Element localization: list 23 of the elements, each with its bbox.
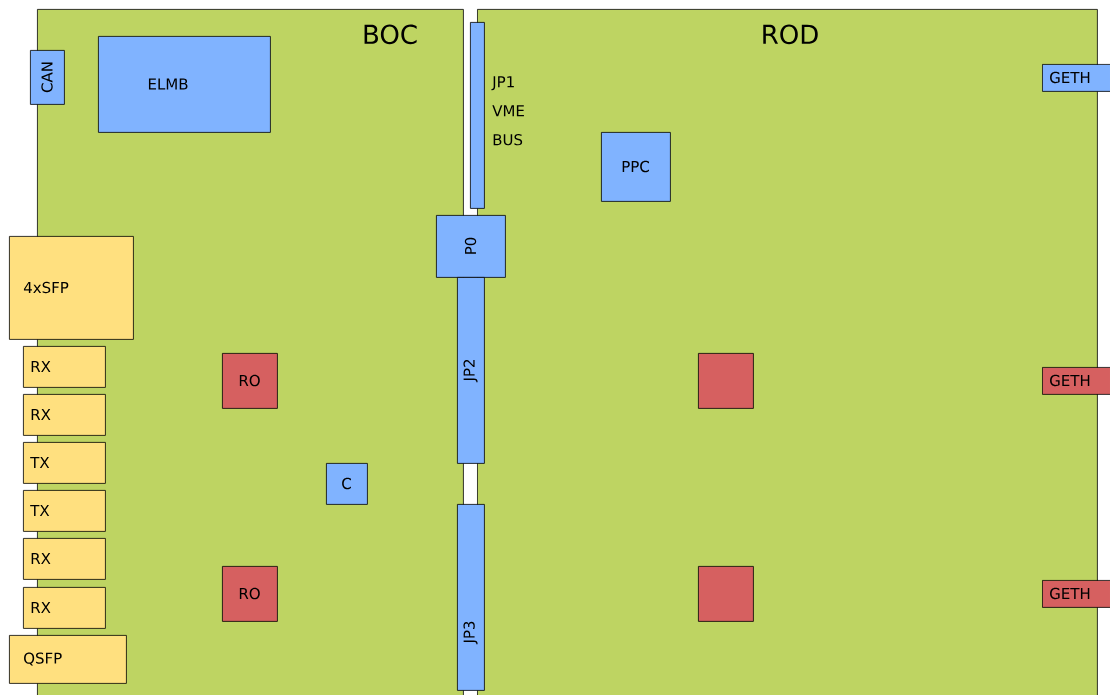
component-box: RX [23,538,106,580]
node-label: JP1 VME BUS [491,76,524,146]
component-box: JP3 [457,504,485,691]
component-box: CAN [30,50,65,105]
component-box: RX [23,346,106,388]
component-box: JP2 [457,277,485,464]
component-box: QSFP [9,635,127,684]
component-box: TX [23,490,106,532]
component-box: RX [23,394,106,436]
component-box: C [326,463,368,505]
component-box: RO [222,353,278,409]
component-box: GETH [1042,64,1110,92]
component-box: GETH [1042,367,1110,395]
component-box: RX [23,587,106,629]
component-box: RO [222,566,278,622]
component-box: GETH [1042,580,1110,608]
component-box: 4xSFP [9,236,134,340]
chip-box [698,566,754,622]
component-box: ELMB [98,36,271,133]
component-box: PPC [601,132,671,202]
component-box: TX [23,442,106,484]
chip-box [698,353,754,409]
component-box: P0 [436,215,506,278]
